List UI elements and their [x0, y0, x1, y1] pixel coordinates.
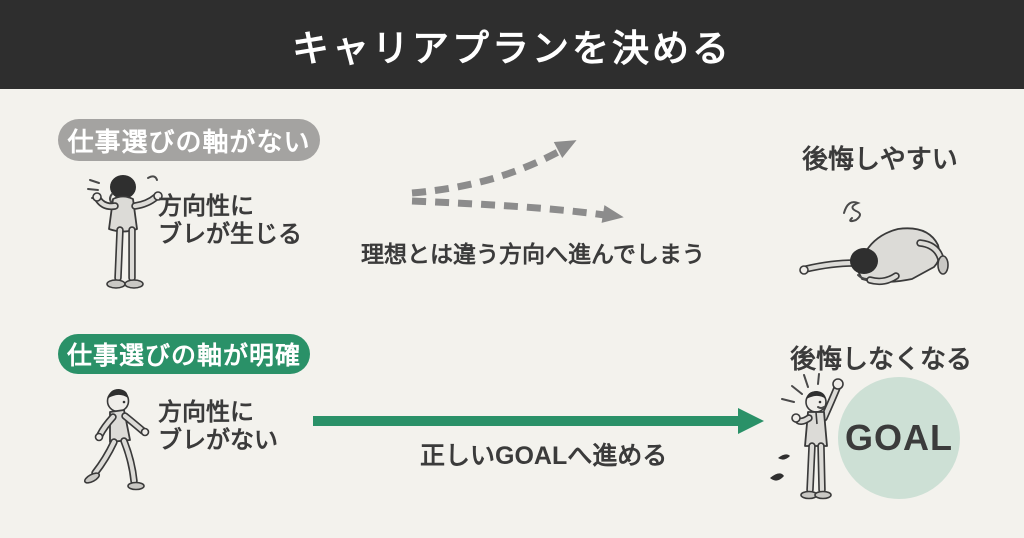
straight-green-arrow-icon [313, 408, 764, 434]
badge-no-axis: 仕事選びの軸がない [58, 119, 320, 161]
diverging-dashed-arrows-icon [411, 140, 624, 223]
badge-clear-axis-label: 仕事選びの軸が明確 [66, 342, 301, 370]
caption-line: ブレが生じる [158, 221, 302, 249]
walking-person-illustration [83, 389, 150, 491]
caption-line: 方向性に [158, 399, 254, 426]
header-bar: キャリアプランを決める [0, 0, 1024, 89]
kneeling-regret-person-illustration [799, 201, 949, 286]
goal-circle: GOAL [838, 377, 960, 499]
outcome-regret-likely: 後悔しやすい [802, 144, 958, 174]
label-correct-goal: 正しいGOALへ進める [420, 442, 668, 470]
confused-person-illustration [87, 175, 163, 289]
label-wrong-direction: 理想とは違う方向へ進んでしまう [361, 241, 705, 267]
page-title: キャリアプランを決める [292, 27, 732, 69]
outcome-no-regret: 後悔しなくなる [790, 344, 973, 374]
caption-line: 方向性に [158, 193, 254, 220]
caption-direction-steady: 方向性に ブレがない [158, 399, 278, 456]
badge-no-axis-label: 仕事選びの軸がない [67, 126, 311, 157]
caption-direction-wobbles: 方向性に ブレが生じる [158, 193, 302, 250]
badge-clear-axis: 仕事選びの軸が明確 [58, 334, 310, 374]
goal-label: GOAL [845, 417, 953, 458]
caption-line: ブレがない [158, 427, 278, 455]
celebrating-person-illustration [770, 373, 844, 500]
